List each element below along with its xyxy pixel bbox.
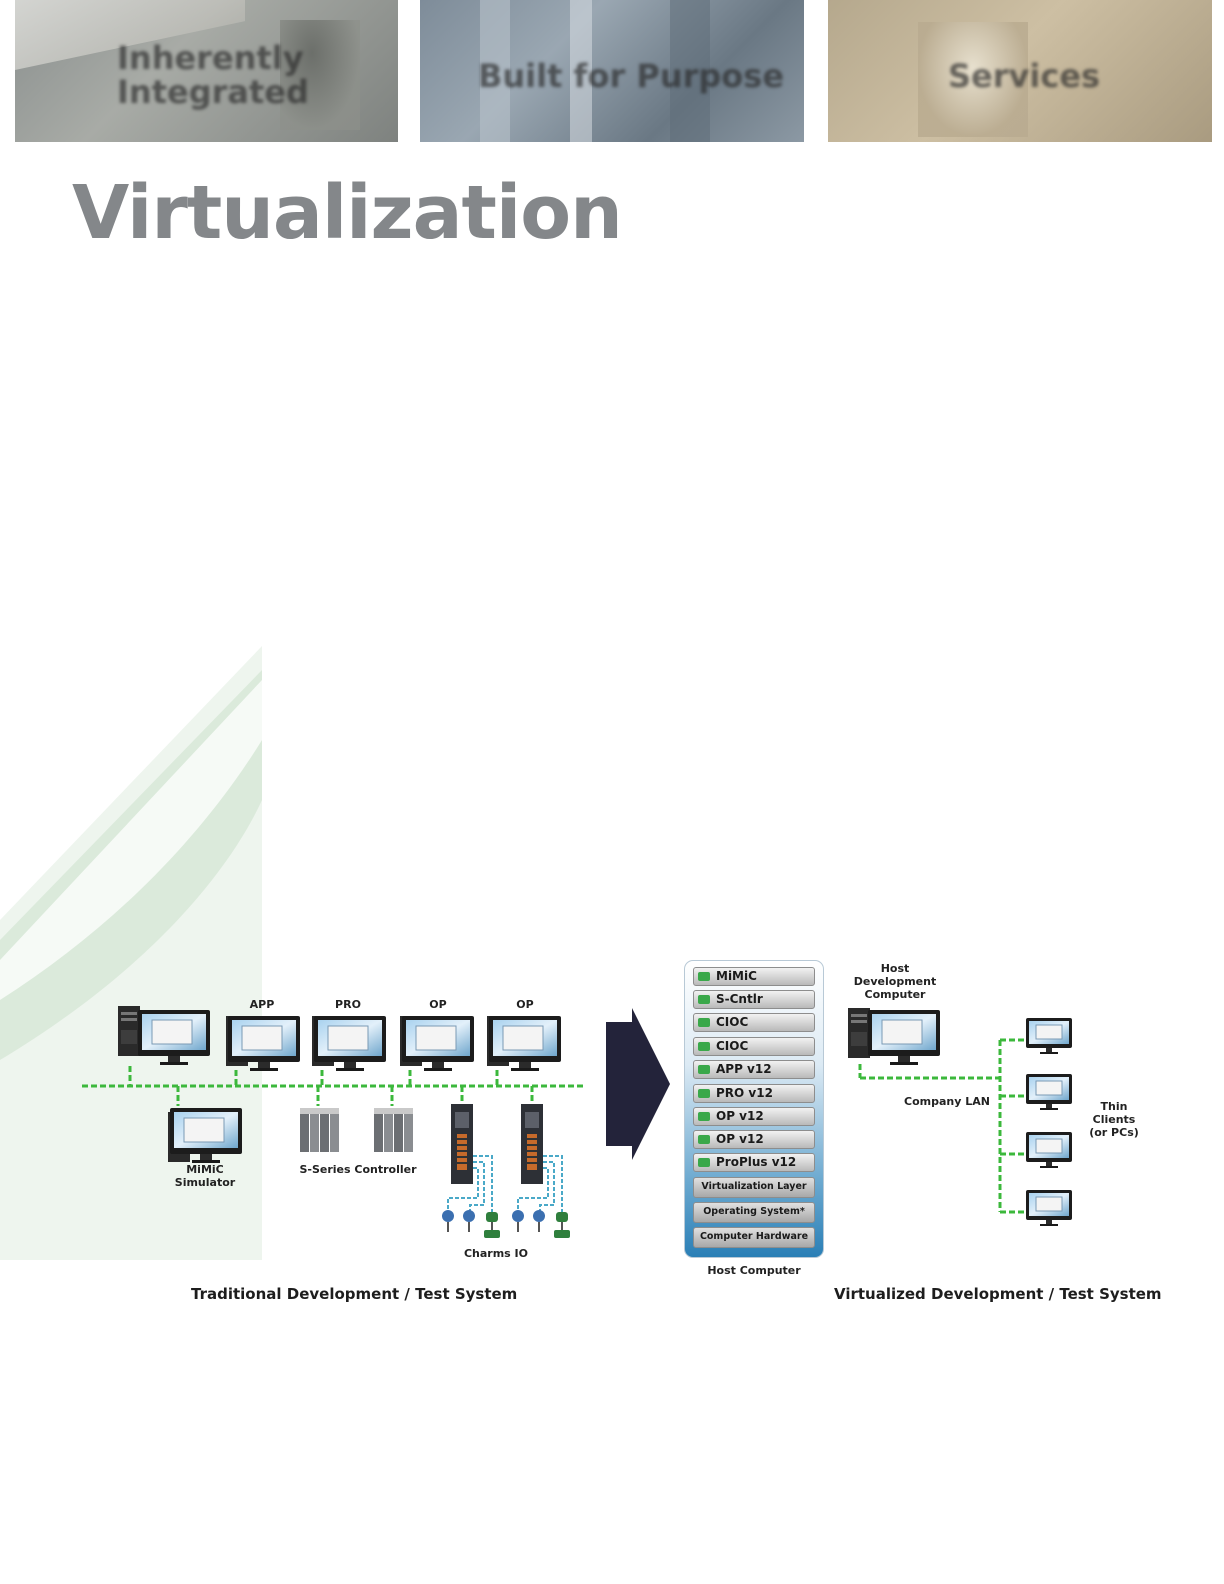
vm-slot-mimic: MiMiC bbox=[693, 967, 815, 986]
vm-app-icon bbox=[698, 1065, 710, 1074]
label-thin-clients: Thin Clients (or PCs) bbox=[1086, 1100, 1142, 1140]
label-company-lan: Company LAN bbox=[904, 1095, 990, 1108]
label-mimic-simulator: MiMiC Simulator bbox=[165, 1163, 245, 1189]
workstation-op-2 bbox=[487, 1016, 561, 1071]
layer-operating-system: Operating System* bbox=[693, 1202, 815, 1223]
company-lan bbox=[860, 1040, 1024, 1212]
transition-arrow bbox=[606, 1008, 670, 1160]
workstation-app bbox=[226, 1016, 300, 1071]
vm-app-icon bbox=[698, 1112, 710, 1121]
vm-slot-op-v12-2: OP v12 bbox=[693, 1130, 815, 1149]
vm-app-icon bbox=[698, 1135, 710, 1144]
label-op-2: OP bbox=[505, 998, 545, 1011]
vm-app-icon bbox=[698, 995, 710, 1004]
vm-app-icon bbox=[698, 1158, 710, 1167]
vm-app-icon bbox=[698, 1018, 710, 1027]
layer-computer-hardware: Computer Hardware bbox=[693, 1227, 815, 1248]
vm-app-icon bbox=[698, 1042, 710, 1051]
vm-slot-proplus-v12: ProPlus v12 bbox=[693, 1153, 815, 1172]
thin-client-1 bbox=[1026, 1018, 1072, 1054]
caption-virtualized: Virtualized Development / Test System bbox=[834, 1285, 1162, 1303]
vm-slot-op-v12-1: OP v12 bbox=[693, 1107, 815, 1126]
vm-slot-cioc-1: CIOC bbox=[693, 1013, 815, 1032]
vm-app-icon bbox=[698, 1089, 710, 1098]
s-series-controller-2 bbox=[374, 1108, 413, 1152]
label-host-development-computer: Host Development Computer bbox=[850, 962, 940, 1002]
label-pro: PRO bbox=[328, 998, 368, 1011]
caption-traditional: Traditional Development / Test System bbox=[191, 1285, 517, 1303]
vm-slot-s-cntlr: S-Cntlr bbox=[693, 990, 815, 1009]
layer-virtualization: Virtualization Layer bbox=[693, 1177, 815, 1198]
workstation-op-1 bbox=[400, 1016, 474, 1071]
charms-io-cabinet-2 bbox=[521, 1104, 543, 1184]
label-host-computer: Host Computer bbox=[698, 1264, 810, 1277]
vm-slot-app-v12: APP v12 bbox=[693, 1060, 815, 1079]
s-series-controller-1 bbox=[300, 1108, 339, 1152]
vm-slot-pro-v12: PRO v12 bbox=[693, 1084, 815, 1103]
thin-client-4 bbox=[1026, 1190, 1072, 1226]
workstation-pro bbox=[312, 1016, 386, 1071]
label-charms-io: Charms IO bbox=[460, 1247, 532, 1260]
host-development-computer bbox=[848, 1008, 940, 1065]
label-app: APP bbox=[242, 998, 282, 1011]
charms-io-cabinet-1 bbox=[451, 1104, 473, 1184]
thin-client-2 bbox=[1026, 1074, 1072, 1110]
vm-slot-cioc-2: CIOC bbox=[693, 1037, 815, 1056]
label-s-series-controller: S-Series Controller bbox=[296, 1163, 420, 1176]
field-devices bbox=[442, 1210, 570, 1238]
mimic-simulator bbox=[168, 1108, 242, 1163]
vm-app-icon bbox=[698, 972, 710, 981]
traditional-network bbox=[82, 1066, 586, 1106]
thin-client-3 bbox=[1026, 1132, 1072, 1168]
host-computer-stack: MiMiC S-Cntlr CIOC CIOC APP v12 PRO v12 … bbox=[684, 960, 824, 1258]
label-op-1: OP bbox=[418, 998, 458, 1011]
workstation-proplus bbox=[118, 1006, 210, 1065]
